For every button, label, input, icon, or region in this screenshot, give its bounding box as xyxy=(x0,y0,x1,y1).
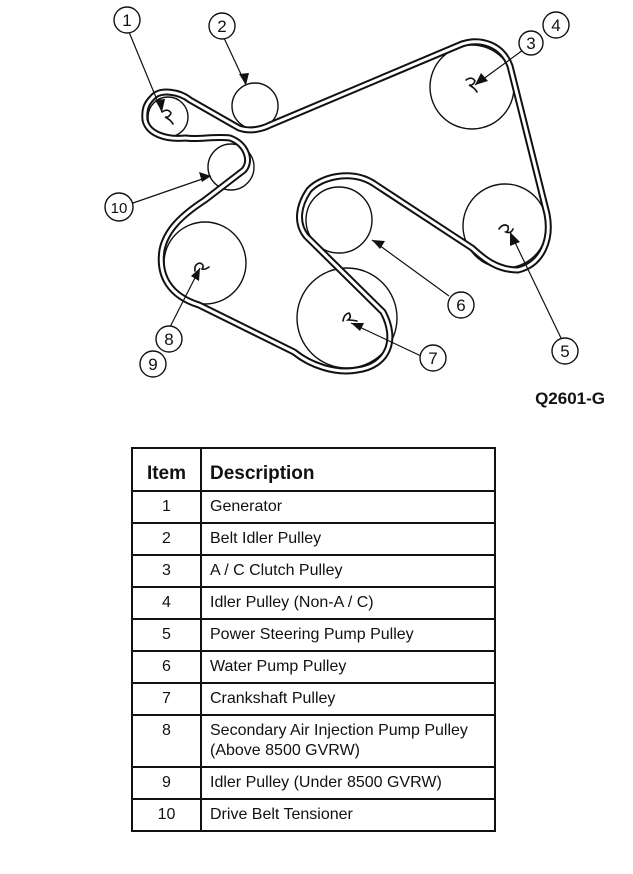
leader-10 xyxy=(132,175,212,204)
callout-6: 6 xyxy=(456,296,465,315)
callout-10: 10 xyxy=(111,200,128,217)
callout-5: 5 xyxy=(560,342,569,361)
table-row: 2 Belt Idler Pulley xyxy=(131,522,496,556)
table-row: 3 A / C Clutch Pulley xyxy=(131,554,496,588)
hub-mark-power-steering xyxy=(498,224,514,234)
hub-mark-ac-clutch xyxy=(465,77,478,93)
callout-3: 3 xyxy=(526,34,535,53)
item-description: Idler Pulley (Under 8500 GVRW) xyxy=(200,766,496,800)
item-description: Secondary Air Injection Pump Pulley (Abo… xyxy=(200,714,496,768)
item-number: 10 xyxy=(131,798,202,832)
item-number: 4 xyxy=(131,586,202,620)
item-number: 6 xyxy=(131,650,202,684)
item-number: 7 xyxy=(131,682,202,716)
arrowhead-6 xyxy=(372,240,385,249)
callout-7: 7 xyxy=(428,349,437,368)
table-row: 6 Water Pump Pulley xyxy=(131,650,496,684)
drive-belt-inner xyxy=(143,40,550,373)
item-number: 9 xyxy=(131,766,202,800)
figure-code: Q2601-G xyxy=(535,389,605,408)
leader-6 xyxy=(371,239,450,297)
item-description: Idler Pulley (Non-A / C) xyxy=(200,586,496,620)
item-description: Crankshaft Pulley xyxy=(200,682,496,716)
hub-mark-crankshaft xyxy=(342,312,358,322)
item-description: Water Pump Pulley xyxy=(200,650,496,684)
arrowhead-7 xyxy=(351,323,364,331)
arrowhead-3 xyxy=(475,73,488,85)
callout-2: 2 xyxy=(217,17,226,36)
callout-9: 9 xyxy=(148,355,157,374)
callout-4: 4 xyxy=(551,16,560,35)
table-row: 8 Secondary Air Injection Pump Pulley (A… xyxy=(131,714,496,768)
hub-mark-generator xyxy=(161,109,174,125)
table-row: 5 Power Steering Pump Pulley xyxy=(131,618,496,652)
table-row: 4 Idler Pulley (Non-A / C) xyxy=(131,586,496,620)
hub-mark-secondary-air xyxy=(194,262,210,272)
item-description: Belt Idler Pulley xyxy=(200,522,496,556)
item-number: 1 xyxy=(131,490,202,524)
arrowhead-10 xyxy=(199,172,211,182)
leader-5 xyxy=(509,231,562,339)
item-number: 2 xyxy=(131,522,202,556)
callout-8: 8 xyxy=(164,330,173,349)
pulley-water-pump xyxy=(305,186,373,254)
item-description: A / C Clutch Pulley xyxy=(200,554,496,588)
item-description: Drive Belt Tensioner xyxy=(200,798,496,832)
leader-7 xyxy=(350,322,422,357)
arrowhead-8 xyxy=(191,268,200,281)
arrowhead-5 xyxy=(510,232,520,246)
item-description: Power Steering Pump Pulley xyxy=(200,618,496,652)
table-row: 9 Idler Pulley (Under 8500 GVRW) xyxy=(131,766,496,800)
table-header-row: Item Description xyxy=(131,447,496,492)
item-number: 5 xyxy=(131,618,202,652)
parts-legend-table: Item Description 1 Generator 2 Belt Idle… xyxy=(131,447,496,832)
item-description: Generator xyxy=(200,490,496,524)
pulley-tensioner xyxy=(207,143,255,191)
callout-1: 1 xyxy=(122,11,131,30)
table-row: 1 Generator xyxy=(131,490,496,524)
belt-routing-diagram: 1 2 3 4 5 6 7 8 9 10 xyxy=(104,6,579,378)
header-description: Description xyxy=(200,447,496,492)
header-item: Item xyxy=(131,447,202,492)
arrowhead-1 xyxy=(155,99,165,112)
table-row: 10 Drive Belt Tensioner xyxy=(131,798,496,832)
arrowhead-2 xyxy=(239,73,249,85)
item-number: 3 xyxy=(131,554,202,588)
item-number: 8 xyxy=(131,714,202,768)
leader-1 xyxy=(128,31,163,113)
table-row: 7 Crankshaft Pulley xyxy=(131,682,496,716)
